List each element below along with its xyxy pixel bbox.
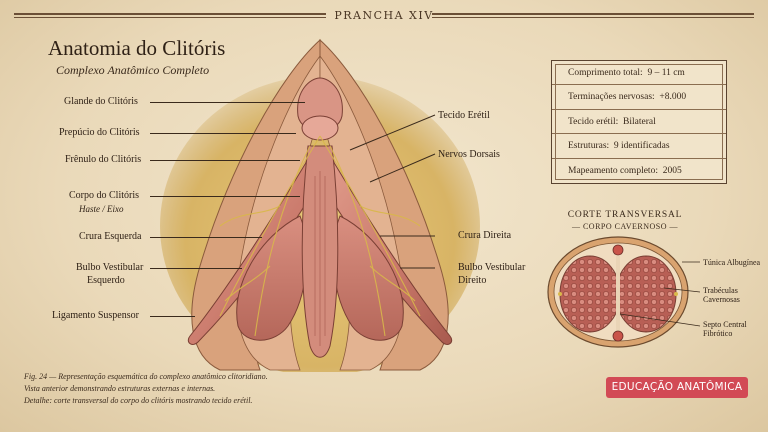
leader-left-bulb bbox=[150, 268, 242, 269]
nerve-fibers bbox=[219, 135, 421, 337]
fact-label: Tecido erétil: bbox=[568, 116, 619, 127]
label-right-crus: Crura Direita bbox=[458, 230, 512, 241]
label-body: Corpo do Clitóris bbox=[69, 190, 140, 201]
plate-number: PRANCHA XIV bbox=[334, 9, 434, 22]
header-rule-left bbox=[14, 13, 326, 18]
leader-body bbox=[150, 196, 300, 197]
cavernous-body-right bbox=[615, 255, 677, 333]
central-ridges bbox=[314, 171, 326, 346]
clitoris-illustration bbox=[160, 38, 480, 372]
fact-row: Tecido erétil: Bilateral bbox=[552, 110, 726, 135]
label-right-bulb-line2: Direito bbox=[458, 275, 487, 286]
label-left-crus: Crura Esquerda bbox=[79, 231, 142, 242]
cs-label-septum: Septo Central bbox=[703, 320, 747, 329]
leader-erectile bbox=[349, 114, 436, 151]
fact-label: Mapeamento completo: bbox=[568, 165, 658, 176]
right-leaders bbox=[349, 114, 436, 269]
cs-label-septum-line2: Fibrótico bbox=[703, 329, 733, 338]
leader-glans bbox=[150, 102, 305, 103]
cs-label-trabeculae-line2: Cavernosas bbox=[703, 295, 740, 304]
label-left-bulb: Bulbo Vestibular bbox=[76, 262, 144, 273]
fact-value: 2005 bbox=[662, 165, 682, 176]
leader-nerves bbox=[369, 153, 436, 183]
label-ligament: Ligamento Suspensor bbox=[52, 310, 139, 321]
label-body-sub: Haste / Eixo bbox=[79, 203, 124, 216]
ventral-vessel bbox=[612, 330, 624, 342]
label-erectile-tissue: Tecido Erétil bbox=[438, 110, 490, 121]
central-septum bbox=[616, 256, 620, 332]
leader-prepuce bbox=[150, 133, 296, 134]
label-left-bulb-line2: Esquerdo bbox=[87, 275, 125, 286]
label-right-bulb: Bulbo Vestibular bbox=[458, 262, 526, 273]
glans-shape bbox=[301, 115, 339, 141]
fact-row: Terminações nervosas: +8.000 bbox=[552, 85, 726, 110]
fact-label: Comprimento total: bbox=[568, 68, 643, 78]
fact-label: Estruturas: bbox=[568, 141, 610, 152]
fact-value: Bilateral bbox=[623, 116, 656, 127]
cross-section-illustration bbox=[547, 236, 701, 348]
caption-line-2: Vista anterior demonstrando estruturas e… bbox=[24, 384, 216, 393]
page-title: Anatomia do Clitóris bbox=[48, 36, 226, 60]
leader-ligament bbox=[150, 316, 195, 317]
facts-table: Comprimento total: 9 – 11 cm Terminações… bbox=[551, 60, 727, 184]
label-prepuce: Prepúcio do Clitóris bbox=[59, 127, 140, 138]
label-glans: Glande do Clitóris bbox=[64, 96, 138, 107]
dorsal-vessel bbox=[612, 244, 624, 256]
caption-line-1: Fig. 24 — Representação esquemática do c… bbox=[24, 372, 268, 381]
education-badge: EDUCAÇÃO ANATÔMICA bbox=[606, 377, 748, 398]
fact-row: Comprimento total: 9 – 11 cm bbox=[552, 61, 726, 86]
leader-frenulum bbox=[150, 160, 300, 161]
cross-section-subtitle: — CORPO CAVERNOSO — bbox=[571, 222, 679, 231]
fact-value: 9 identificadas bbox=[613, 141, 670, 152]
label-dorsal-nerves: Nervos Dorsais bbox=[438, 149, 500, 160]
label-body-subtext: Haste / Eixo bbox=[79, 204, 124, 214]
side-nerve-left bbox=[558, 292, 562, 296]
label-frenulum: Frênulo do Clitóris bbox=[65, 154, 142, 165]
header-rule-right bbox=[432, 13, 754, 18]
cross-section-title: CORTE TRANSVERSAL bbox=[567, 210, 683, 220]
leader-septum bbox=[619, 313, 701, 327]
figure-caption: Fig. 24 — Representação esquemática do c… bbox=[24, 371, 354, 407]
side-nerve-right bbox=[674, 292, 678, 296]
fact-row: Mapeamento completo: 2005 bbox=[552, 159, 726, 183]
cs-label-tunica: Túnica Albugínea bbox=[703, 258, 761, 267]
cavernous-body-left bbox=[559, 255, 621, 333]
page-subtitle: Complexo Anatômico Completo bbox=[56, 63, 210, 77]
fact-value: +8.000 bbox=[659, 92, 687, 103]
leader-trabeculae bbox=[663, 287, 701, 293]
cs-label-trabeculae: Trabéculas bbox=[703, 286, 738, 295]
caption-line-3: Detalhe: corte transversal do corpo do c… bbox=[24, 396, 253, 405]
fact-label: Terminações nervosas: bbox=[568, 92, 655, 103]
leader-left-crus bbox=[150, 237, 262, 238]
fact-row: Estruturas: 9 identificadas bbox=[552, 134, 726, 159]
fact-value: 9 – 11 cm bbox=[647, 68, 685, 78]
